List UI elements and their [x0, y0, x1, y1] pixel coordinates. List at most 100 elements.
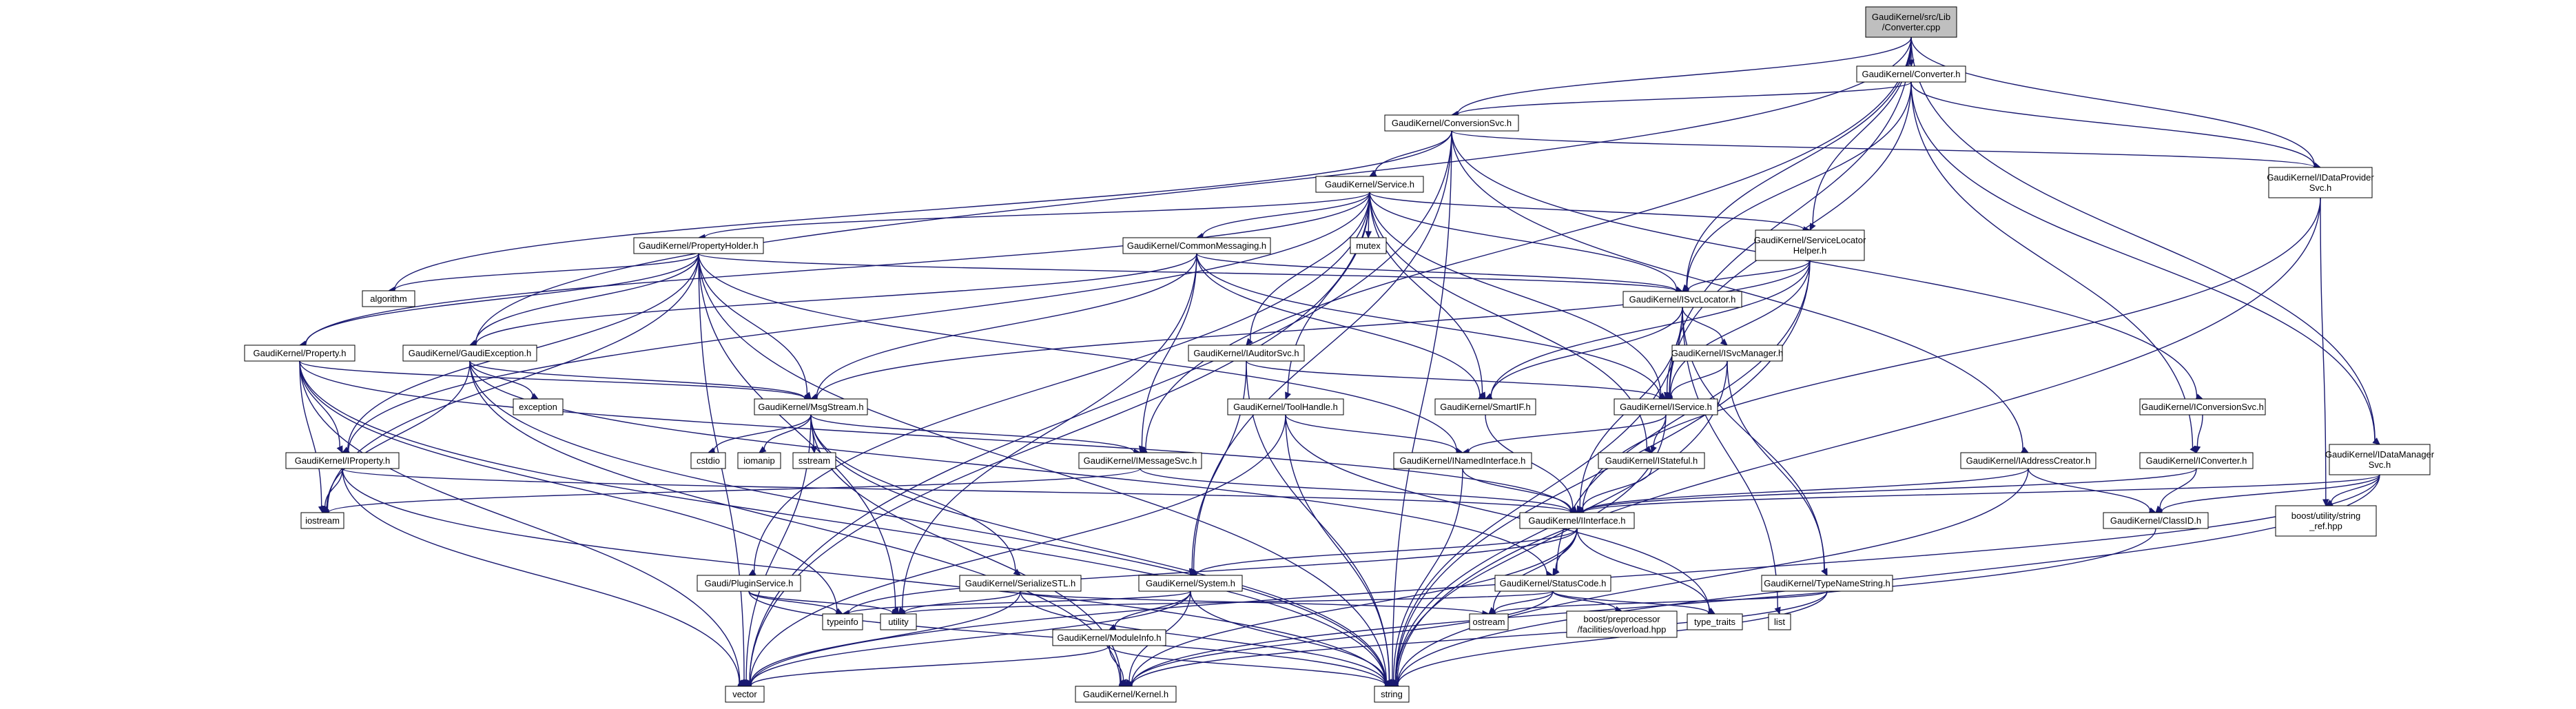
node-statuscode[interactable]: GaudiKernel/StatusCode.h — [1494, 575, 1611, 592]
edge-propertyholder-to-string — [698, 253, 1393, 687]
edge-typenamestring-to-kernel_h — [1124, 590, 1828, 689]
edge-root-to-conversionsvc_h — [1450, 37, 1912, 118]
edge-service_h-to-iauditorsvc — [1246, 192, 1370, 346]
node-typenamestring[interactable]: GaudiKernel/TypeNameString.h — [1761, 575, 1893, 592]
node-string[interactable]: string — [1374, 686, 1410, 703]
node-label: /Converter.cpp — [1882, 22, 1941, 32]
node-iinterface[interactable]: GaudiKernel/IInterface.h — [1519, 512, 1635, 529]
edge-commonmessaging-to-imessagesvc — [1139, 253, 1197, 454]
node-label: algorithm — [370, 294, 406, 304]
node-utility[interactable]: utility — [880, 613, 917, 630]
node-string_ref[interactable]: boost/utility/string_ref.hpp — [2275, 505, 2377, 537]
node-sstream[interactable]: sstream — [792, 452, 836, 469]
node-label: utility — [888, 617, 909, 627]
node-iconverter[interactable]: GaudiKernel/IConverter.h — [2139, 452, 2254, 469]
node-list[interactable]: list — [1768, 613, 1791, 630]
edge-propertyholder-to-inamedinterface — [698, 253, 1464, 455]
node-label: GaudiKernel/SerializeSTL.h — [965, 578, 1075, 588]
node-type_traits[interactable]: type_traits — [1687, 613, 1743, 630]
node-label: GaudiKernel/INamedInterface.h — [1400, 455, 1526, 466]
node-label: iostream — [305, 515, 340, 526]
node-mutex[interactable]: mutex — [1350, 237, 1387, 254]
edge-iinterface-to-ostream — [1488, 528, 1578, 615]
node-label: GaudiKernel/TypeNameString.h — [1764, 578, 1890, 588]
node-conversionsvc_h[interactable]: GaudiKernel/ConversionSvc.h — [1384, 114, 1519, 132]
node-exception[interactable]: exception — [513, 398, 564, 415]
edge-converter_h-to-idataprovider — [1910, 81, 2322, 169]
node-iconversionsvc[interactable]: GaudiKernel/IConversionSvc.h — [2139, 398, 2266, 415]
node-ostream[interactable]: ostream — [1469, 613, 1509, 630]
node-overload[interactable]: boost/preprocessor/facilities/overload.h… — [1566, 610, 1678, 638]
node-system_h[interactable]: GaudiKernel/System.h — [1138, 575, 1243, 592]
edge-converter_h-to-idatamanager — [1910, 81, 2380, 445]
edge-moduleinfo-to-kernel_h — [1109, 645, 1126, 688]
node-converter_h[interactable]: GaudiKernel/Converter.h — [1856, 65, 1966, 83]
node-pluginservice[interactable]: Gaudi/PluginService.h — [697, 575, 801, 592]
node-label: GaudiKernel/ToolHandle.h — [1233, 402, 1338, 412]
edge-conversionsvc_h-to-idataprovider — [1451, 130, 2322, 171]
edge-toolhandle-to-inamedinterface — [1285, 414, 1464, 455]
node-istateful[interactable]: GaudiKernel/IStateful.h — [1598, 452, 1705, 469]
node-smartif[interactable]: GaudiKernel/SmartIF.h — [1434, 398, 1536, 415]
node-isvclocator[interactable]: GaudiKernel/ISvcLocator.h — [1622, 291, 1742, 308]
node-label: GaudiKernel/IStateful.h — [1605, 455, 1698, 466]
node-property_h[interactable]: GaudiKernel/Property.h — [244, 345, 356, 362]
node-label: Helper.h — [1793, 245, 1826, 256]
edge-commonmessaging-to-utility — [898, 253, 1197, 615]
node-label: Gaudi/PluginService.h — [705, 578, 794, 588]
node-root[interactable]: GaudiKernel/src/Lib/Converter.cpp — [1865, 6, 1957, 38]
node-moduleinfo[interactable]: GaudiKernel/ModuleInfo.h — [1052, 629, 1166, 646]
node-label: GaudiKernel/ISvcLocator.h — [1629, 294, 1736, 305]
node-inamedinterface[interactable]: GaudiKernel/INamedInterface.h — [1393, 452, 1532, 469]
edge-msgstream-to-imessagesvc — [810, 414, 1142, 455]
node-label: GaudiKernel/ServiceLocator — [1754, 235, 1866, 245]
edge-iinterface-to-system_h — [1189, 528, 1578, 578]
node-msgstream[interactable]: GaudiKernel/MsgStream.h — [754, 398, 868, 415]
node-iostream[interactable]: iostream — [300, 512, 344, 529]
node-toolhandle[interactable]: GaudiKernel/ToolHandle.h — [1227, 398, 1344, 415]
node-algorithm[interactable]: algorithm — [362, 290, 415, 307]
node-label: GaudiKernel/Property.h — [254, 348, 347, 358]
node-label: cstdio — [697, 455, 720, 466]
node-iproperty[interactable]: GaudiKernel/IProperty.h — [285, 452, 400, 469]
edge-msgstream-to-serializestl — [810, 414, 1021, 576]
node-iaddresscreator[interactable]: GaudiKernel/IAddressCreator.h — [1960, 452, 2096, 469]
node-propertyholder[interactable]: GaudiKernel/PropertyHolder.h — [633, 237, 764, 254]
node-label: GaudiKernel/GaudiException.h — [409, 348, 532, 358]
node-vector[interactable]: vector — [725, 686, 765, 703]
node-kernel_h[interactable]: GaudiKernel/Kernel.h — [1075, 686, 1177, 703]
edge-idatamanager-to-iinterface — [1576, 474, 2380, 516]
node-label: Svc.h — [2369, 460, 2391, 470]
edge-idataprovider-to-string — [1390, 197, 2321, 687]
node-label: GaudiKernel/Converter.h — [1862, 69, 1960, 79]
node-commonmessaging[interactable]: GaudiKernel/CommonMessaging.h — [1122, 237, 1271, 254]
node-label: ostream — [1473, 617, 1505, 627]
node-label: GaudiKernel/IMessageSvc.h — [1084, 455, 1197, 466]
node-label: GaudiKernel/IProperty.h — [295, 455, 391, 466]
node-cstdio[interactable]: cstdio — [690, 452, 726, 469]
node-typeinfo[interactable]: typeinfo — [822, 613, 863, 630]
node-label: GaudiKernel/StatusCode.h — [1500, 578, 1607, 588]
edge-iaddresscreator-to-iinterface — [1576, 468, 2029, 515]
node-service_h[interactable]: GaudiKernel/Service.h — [1315, 176, 1424, 193]
edge-msgstream-to-iomanip — [759, 414, 812, 453]
node-isvcmanager[interactable]: GaudiKernel/ISvcManager.h — [1671, 345, 1784, 362]
node-iomanip[interactable]: iomanip — [737, 452, 781, 469]
node-iservice[interactable]: GaudiKernel/IService.h — [1614, 398, 1718, 415]
edge-commonmessaging-to-msgstream — [810, 253, 1197, 400]
edge-iaddresscreator-to-classid — [2028, 468, 2157, 514]
node-imessagesvc[interactable]: GaudiKernel/IMessageSvc.h — [1078, 452, 1202, 469]
node-iauditorsvc[interactable]: GaudiKernel/IAuditorSvc.h — [1188, 345, 1305, 362]
node-label: GaudiKernel/IConversionSvc.h — [2141, 402, 2264, 412]
node-classid[interactable]: GaudiKernel/ClassID.h — [2103, 512, 2209, 529]
node-gaudiexception[interactable]: GaudiKernel/GaudiException.h — [402, 345, 537, 362]
node-serializestl[interactable]: GaudiKernel/SerializeSTL.h — [959, 575, 1082, 592]
node-label: GaudiKernel/CommonMessaging.h — [1127, 240, 1266, 251]
node-label: GaudiKernel/Kernel.h — [1083, 689, 1168, 699]
edge-isvcmanager-to-typenamestring — [1727, 360, 1828, 577]
node-label: Svc.h — [2309, 183, 2332, 193]
